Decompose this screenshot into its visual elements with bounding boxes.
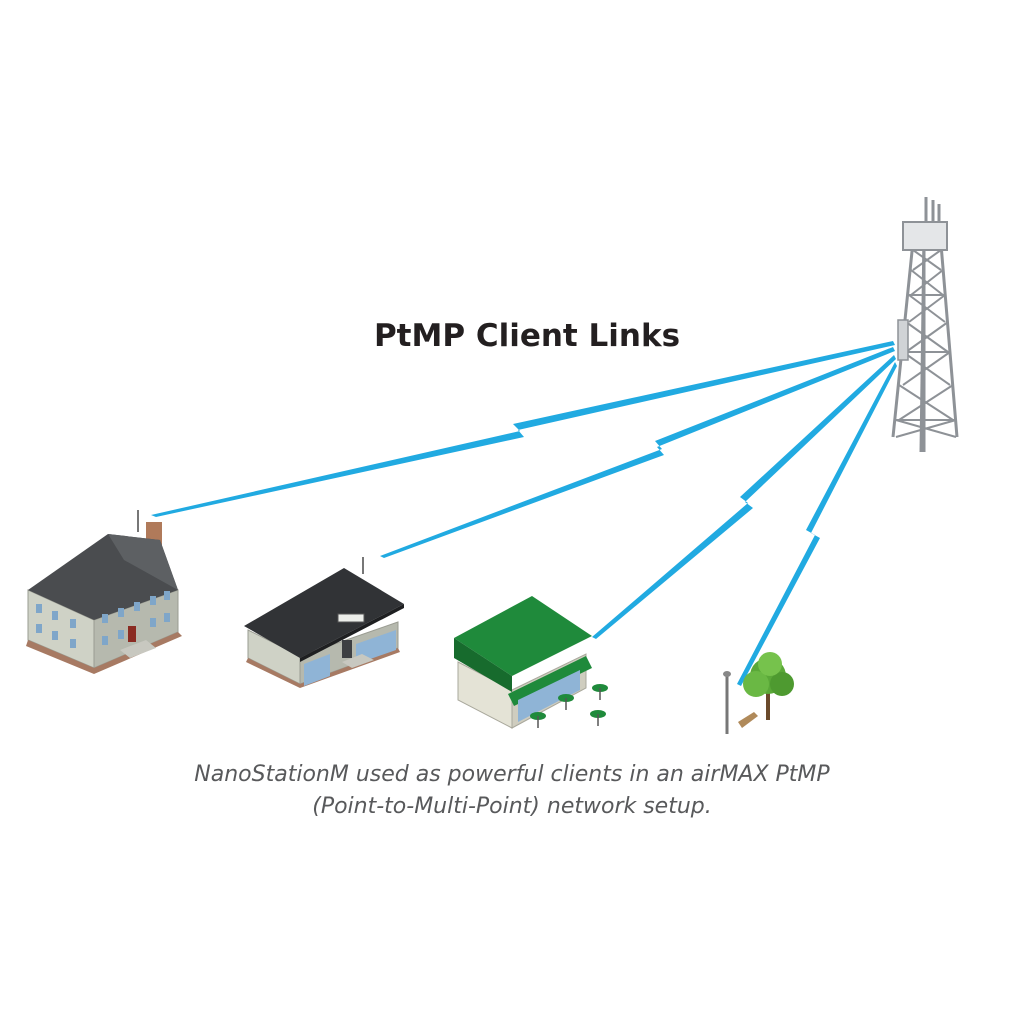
tower-icon (891, 197, 959, 453)
caption-line-2: (Point-to-Multi-Point) network setup. (312, 794, 712, 819)
caption-line-1: NanoStationM used as powerful clients in… (194, 762, 830, 787)
link-to-cafe (592, 355, 896, 639)
link-to-shop (380, 347, 895, 558)
diagram-title: PtMP Client Links (373, 318, 681, 354)
cafe-icon (454, 596, 608, 729)
wireless-links (151, 341, 897, 686)
link-to-park (737, 362, 897, 686)
shop-icon (244, 557, 404, 688)
link-to-house (151, 341, 895, 517)
house-icon (26, 510, 182, 674)
park-icon (723, 652, 794, 734)
